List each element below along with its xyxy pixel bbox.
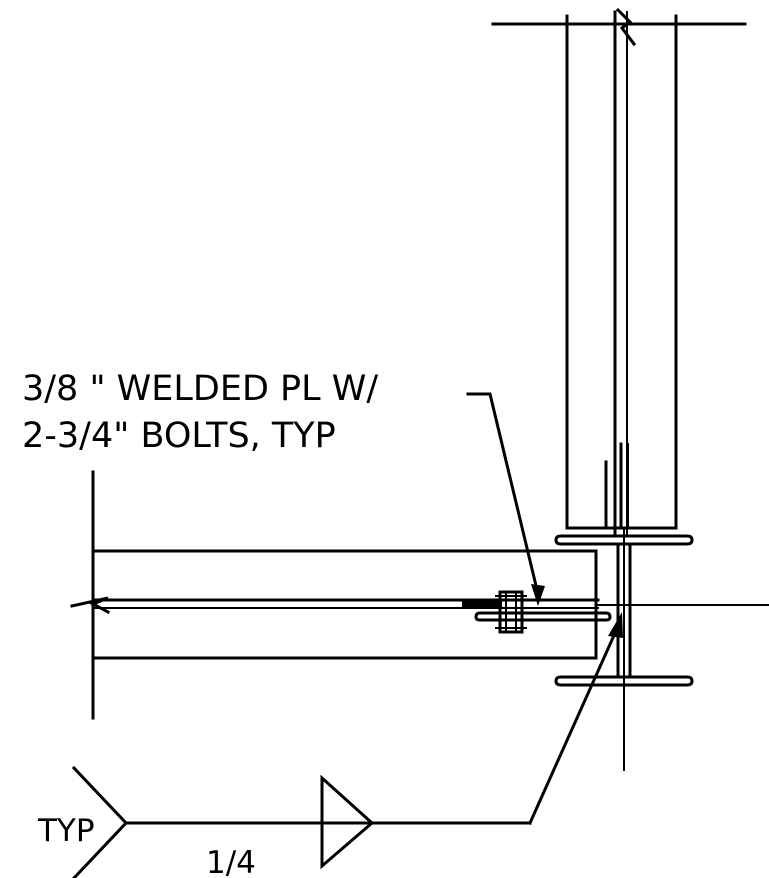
weld-size: 1/4 <box>206 845 256 878</box>
weld-arrow-line <box>528 620 622 825</box>
weld-tail-note: TYP <box>37 813 95 849</box>
beam-break-symbol <box>70 596 111 615</box>
bottom-flange <box>554 675 694 687</box>
top-flange <box>554 534 694 546</box>
weld-arrowhead <box>608 612 623 638</box>
shear-plate <box>474 611 612 622</box>
beam-section <box>554 529 694 771</box>
weld-bead <box>462 599 502 608</box>
column-member <box>491 7 747 537</box>
leader-arrowhead <box>531 584 545 606</box>
callout-line-1: 3/8 " WELDED PL W/ <box>22 369 378 409</box>
weld-symbol <box>71 612 623 878</box>
leader-line <box>466 392 540 596</box>
framing-beam <box>70 470 769 720</box>
bolt-assembly <box>498 590 524 634</box>
callout-line-2: 2-3/4" BOLTS, TYP <box>22 416 336 456</box>
welded-plate-connection <box>462 590 612 634</box>
fillet-weld-symbol <box>320 774 375 870</box>
column-break-symbol <box>615 7 637 47</box>
callout-leader <box>466 392 545 606</box>
